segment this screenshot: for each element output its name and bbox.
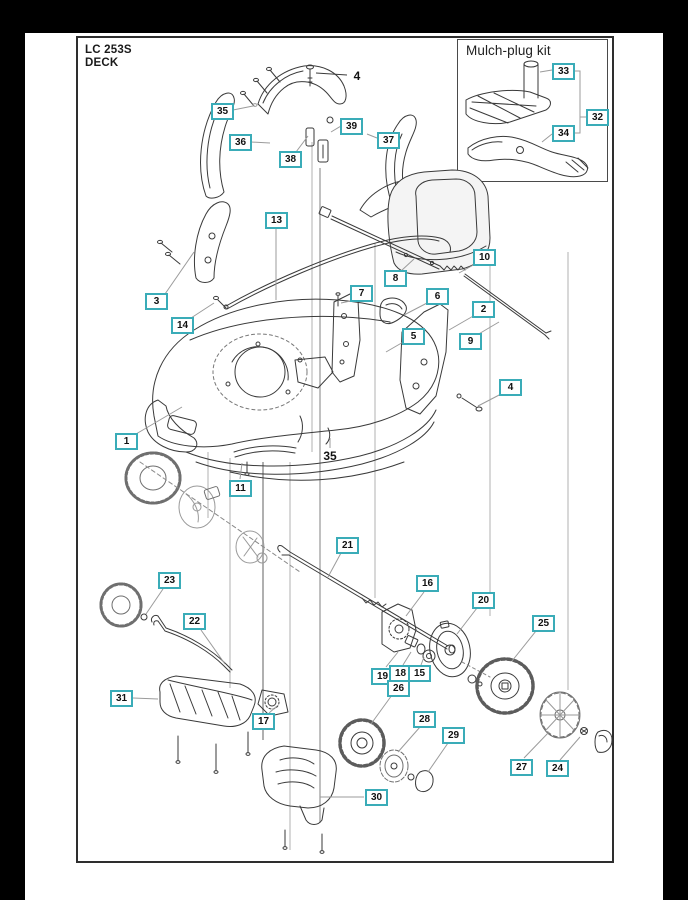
callout-23[interactable]: 23 <box>158 572 181 589</box>
plain-label-35: 35 <box>323 449 337 463</box>
callout-10[interactable]: 10 <box>473 249 496 266</box>
callout-37[interactable]: 37 <box>377 132 400 149</box>
callout-1[interactable]: 1 <box>115 433 138 450</box>
callout-11[interactable]: 11 <box>229 480 252 497</box>
callout-9[interactable]: 9 <box>459 333 482 350</box>
callout-22[interactable]: 22 <box>183 613 206 630</box>
callout-32[interactable]: 32 <box>586 109 609 126</box>
callout-24[interactable]: 24 <box>546 760 569 777</box>
callout-27[interactable]: 27 <box>510 759 533 776</box>
callout-31[interactable]: 31 <box>110 690 133 707</box>
section-name: DECK <box>85 57 119 69</box>
callout-17[interactable]: 17 <box>252 713 275 730</box>
callout-2[interactable]: 2 <box>472 301 495 318</box>
callout-34[interactable]: 34 <box>552 125 575 142</box>
callout-16[interactable]: 16 <box>416 575 439 592</box>
callout-30[interactable]: 30 <box>365 789 388 806</box>
mulch-plug-kit-inset: Mulch-plug kit <box>457 39 608 182</box>
callout-26[interactable]: 26 <box>387 680 410 697</box>
callout-7[interactable]: 7 <box>350 285 373 302</box>
callout-14[interactable]: 14 <box>171 317 194 334</box>
page-title: LC 253S DECK <box>85 44 132 70</box>
callout-36[interactable]: 36 <box>229 134 252 151</box>
callout-4[interactable]: 4 <box>499 379 522 396</box>
inset-title: Mulch-plug kit <box>466 43 551 58</box>
callout-20[interactable]: 20 <box>472 592 495 609</box>
callout-13[interactable]: 13 <box>265 212 288 229</box>
callout-3[interactable]: 3 <box>145 293 168 310</box>
callout-29[interactable]: 29 <box>442 727 465 744</box>
callout-39[interactable]: 39 <box>340 118 363 135</box>
callout-8[interactable]: 8 <box>384 270 407 287</box>
callout-25[interactable]: 25 <box>532 615 555 632</box>
callout-6[interactable]: 6 <box>426 288 449 305</box>
callout-28[interactable]: 28 <box>413 711 436 728</box>
callout-5[interactable]: 5 <box>402 328 425 345</box>
callout-21[interactable]: 21 <box>336 537 359 554</box>
callout-35[interactable]: 35 <box>211 103 234 120</box>
plain-label-4: 4 <box>353 69 361 83</box>
callout-38[interactable]: 38 <box>279 151 302 168</box>
callout-15[interactable]: 15 <box>408 665 431 682</box>
model-name: LC 253S <box>85 44 132 56</box>
callout-33[interactable]: 33 <box>552 63 575 80</box>
